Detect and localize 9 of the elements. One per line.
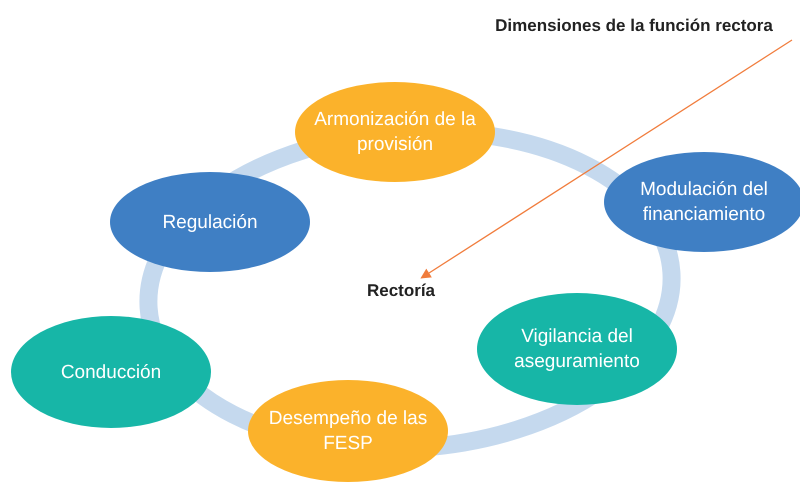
dimension-ellipse: Vigilancia del aseguramiento bbox=[477, 293, 677, 405]
dimension-ellipse: Desempeño de las FESP bbox=[248, 380, 448, 482]
leader-line bbox=[420, 39, 792, 279]
dimension-ellipse: Armonización de la provisión bbox=[295, 82, 495, 182]
dimension-ellipse: Modulación del financiamiento bbox=[604, 152, 800, 252]
dimension-ellipse: Regulación bbox=[110, 172, 310, 272]
heading-text: Dimensiones de la función rectora bbox=[468, 12, 800, 40]
dimension-ellipse: Conducción bbox=[11, 316, 211, 428]
heading-text: Rectoría bbox=[358, 278, 444, 304]
